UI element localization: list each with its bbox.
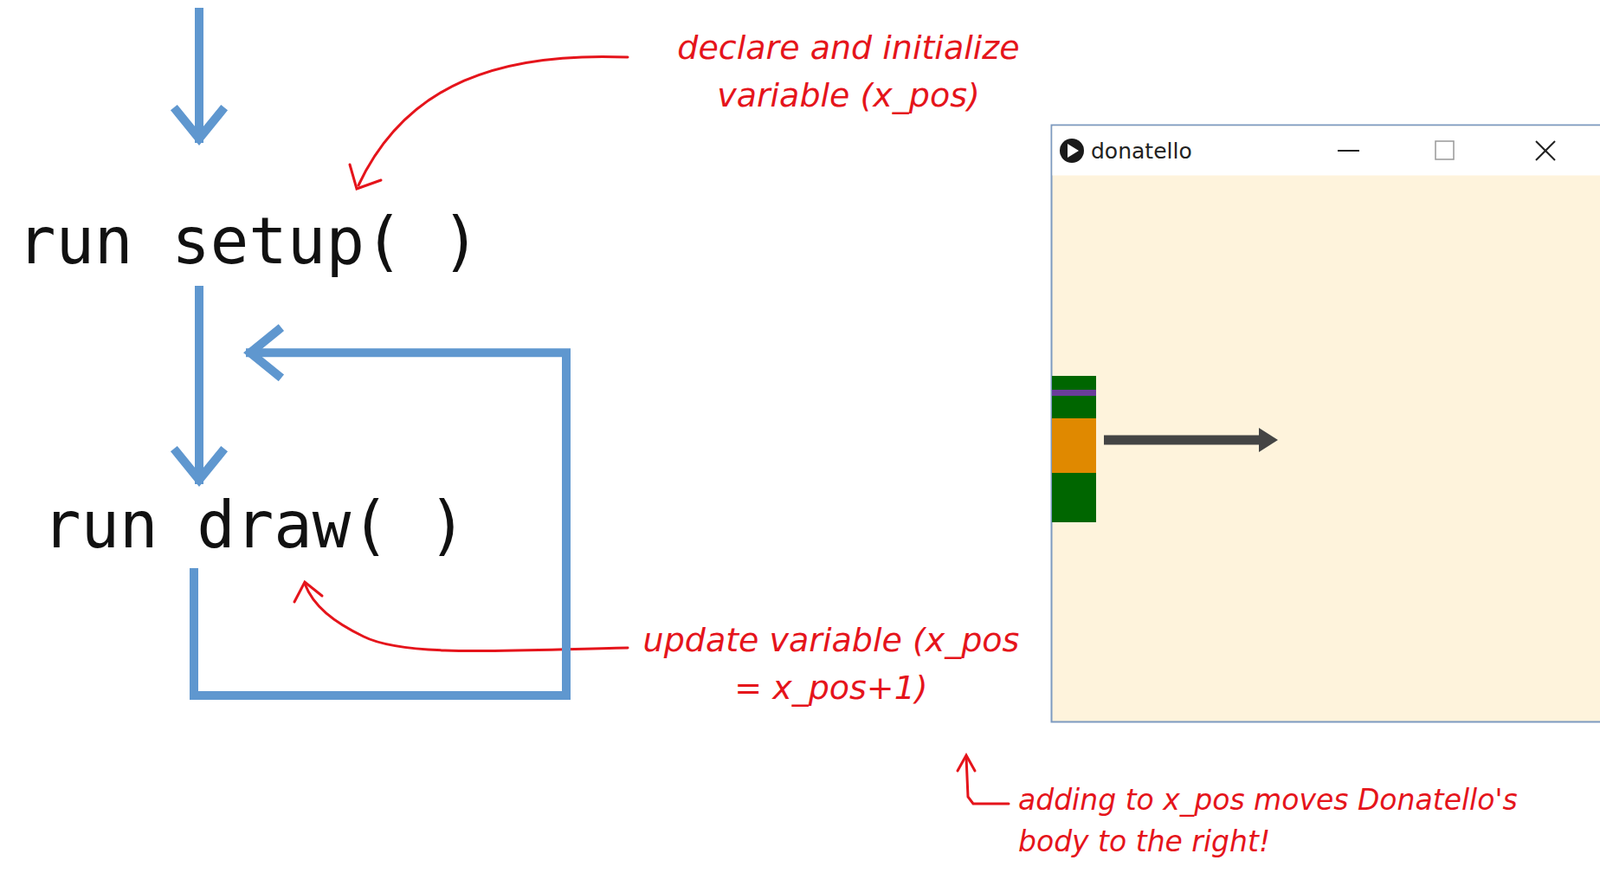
setup-step: run setup( ) (12, 200, 486, 282)
motion-arrow (1103, 427, 1278, 452)
annotation-note: declare and initialize variable (x_pos) (636, 24, 1061, 120)
node-text: run draw( ) (37, 484, 472, 566)
node-text: run setup( ) (12, 200, 486, 282)
annotation-note: adding to x_pos moves Donatello's body t… (1018, 779, 1592, 863)
entry-arrow (176, 12, 222, 139)
sketch-window-title: donatello (1051, 124, 1600, 723)
sketch-window (1051, 125, 1600, 723)
flow-arrow (176, 290, 222, 480)
node-text: donatello (1090, 140, 1193, 162)
donatello-body (1051, 375, 1097, 523)
annotation-note: update variable (x_pos = x_pos+1) (636, 616, 1026, 712)
draw-step: run draw( ) (37, 484, 472, 566)
